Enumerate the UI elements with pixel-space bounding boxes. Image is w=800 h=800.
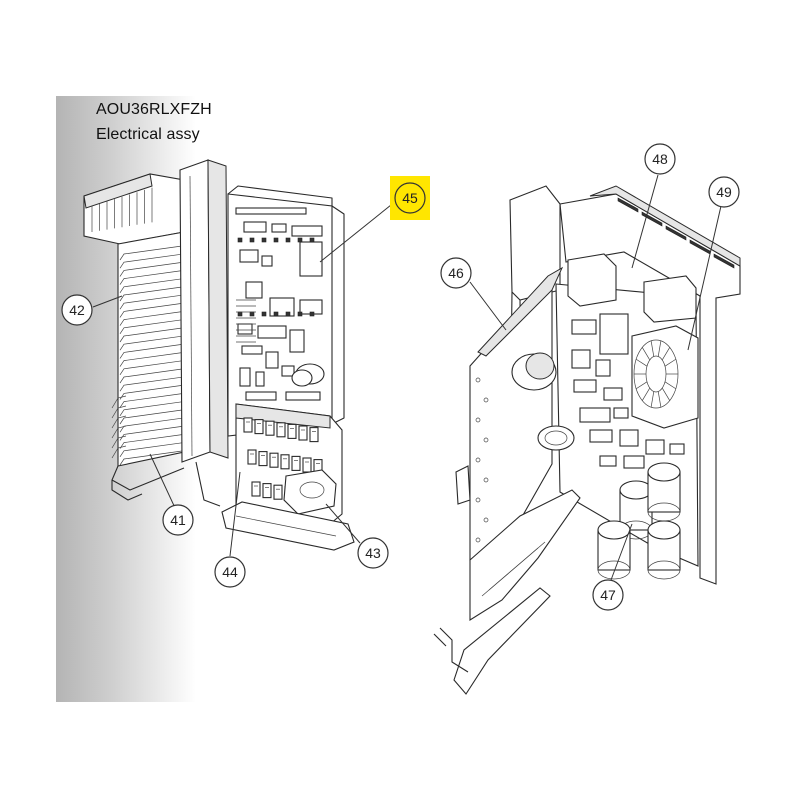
callout-45: 45	[390, 176, 430, 220]
svg-text:44: 44	[222, 564, 238, 580]
right-assembly	[433, 185, 741, 695]
vertical-bracket	[179, 159, 229, 507]
callout-42: 42	[61, 294, 93, 326]
callout-46: 46	[440, 257, 472, 289]
callout-44: 44	[214, 556, 246, 588]
svg-text:46: 46	[448, 265, 464, 281]
svg-text:45: 45	[402, 190, 418, 206]
model-number: AOU36RLXFZH	[96, 101, 212, 118]
callout-47: 47	[592, 579, 624, 611]
svg-text:42: 42	[69, 302, 85, 318]
callout-41: 41	[162, 504, 194, 536]
left-assembly	[83, 159, 355, 551]
svg-text:43: 43	[365, 545, 381, 561]
callout-49: 49	[708, 176, 740, 208]
terminal-tray	[221, 403, 355, 551]
svg-text:48: 48	[652, 151, 668, 167]
leader-lines	[92, 174, 722, 581]
callout-48: 48	[644, 143, 676, 175]
inverter-pcb	[555, 253, 699, 580]
svg-text:41: 41	[170, 512, 186, 528]
heat-sink	[83, 173, 185, 501]
svg-text:47: 47	[600, 587, 616, 603]
callout-43: 43	[357, 537, 389, 569]
terminal-cover-flap	[433, 489, 581, 695]
svg-text:49: 49	[716, 184, 732, 200]
main-pcb-board	[227, 185, 345, 437]
assembly-title: Electrical assy	[96, 126, 200, 143]
